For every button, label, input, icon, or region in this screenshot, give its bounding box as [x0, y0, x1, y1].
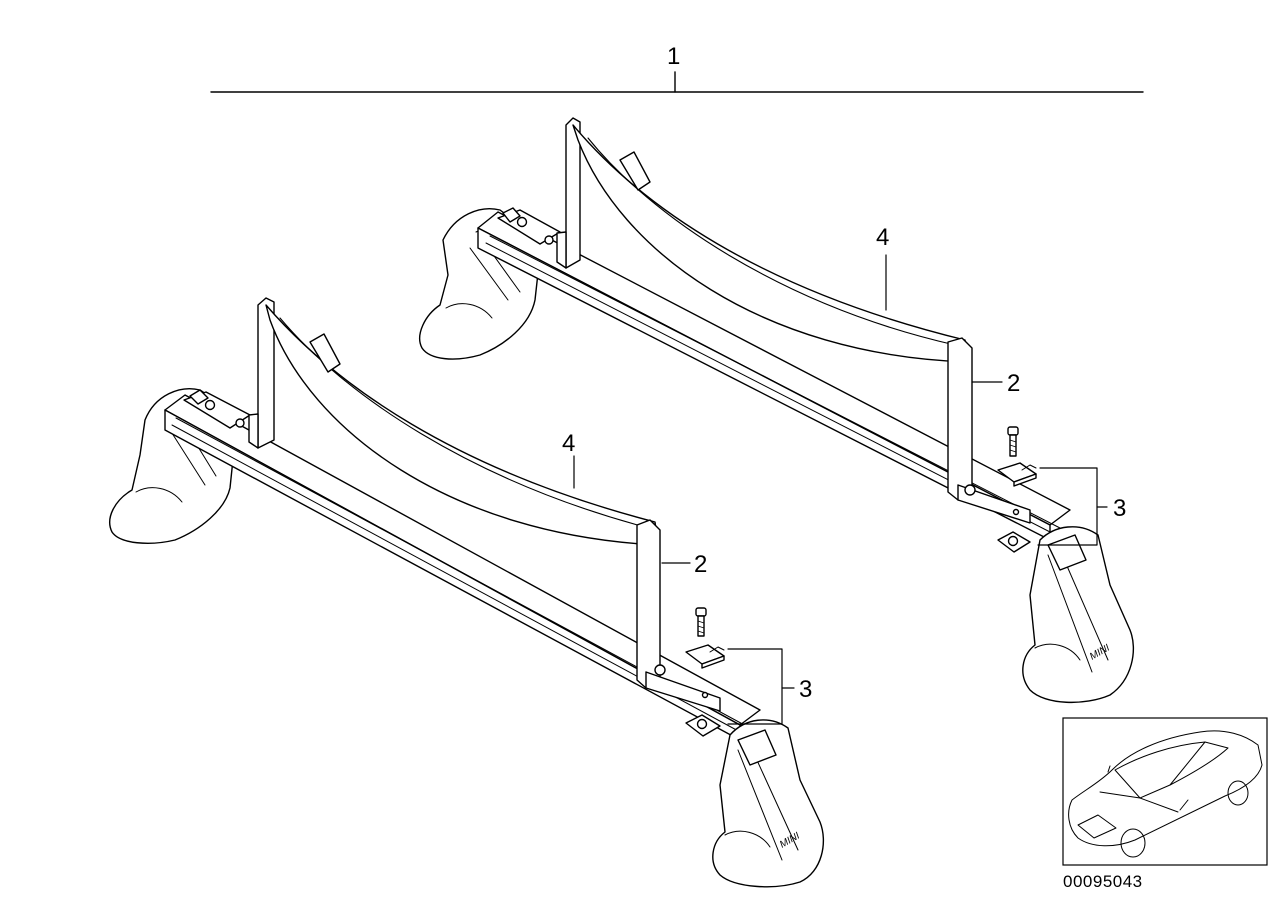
rear-bracket-right — [947, 337, 1031, 524]
callout-3-rear[interactable]: 3 — [1113, 495, 1126, 522]
front-clip-nut — [685, 644, 725, 669]
front-bolt — [695, 607, 707, 637]
rear-sling — [572, 124, 969, 363]
vehicle-thumbnail — [1062, 717, 1268, 866]
rear-roof-rack: MINI 4 2 3 — [419, 117, 1134, 704]
rear-crossbar — [477, 211, 1071, 541]
callout-1[interactable]: 1 — [667, 43, 680, 70]
callout-2-front[interactable]: 2 — [694, 551, 707, 578]
rear-clip-nut — [997, 462, 1037, 487]
front-bracket-right — [636, 519, 721, 712]
rear-right-mount — [997, 531, 1031, 553]
callout-2-rear[interactable]: 2 — [1007, 370, 1020, 397]
callout-3-front[interactable]: 3 — [799, 676, 812, 703]
front-crossbar — [164, 394, 761, 741]
front-right-foot: MINI — [712, 719, 824, 888]
front-bracket-left — [248, 297, 275, 449]
car-outline-icon — [1068, 730, 1263, 858]
rear-bolt — [1007, 426, 1019, 457]
rear-bracket-left — [556, 117, 581, 269]
rear-hardware-set — [997, 426, 1108, 546]
front-roof-rack: MINI 4 2 3 — [109, 297, 824, 888]
callout-4-front[interactable]: 4 — [562, 430, 575, 457]
vehicle-thumbnail-frame — [1062, 717, 1268, 866]
assembly-bracket-part-1: 1 — [210, 43, 1144, 93]
diagram-reference-number: 00095043 — [1063, 872, 1143, 891]
front-right-mount — [685, 714, 721, 737]
rear-right-foot: MINI — [1022, 526, 1134, 704]
front-hardware-set — [685, 607, 795, 725]
callout-4-rear[interactable]: 4 — [876, 224, 889, 251]
